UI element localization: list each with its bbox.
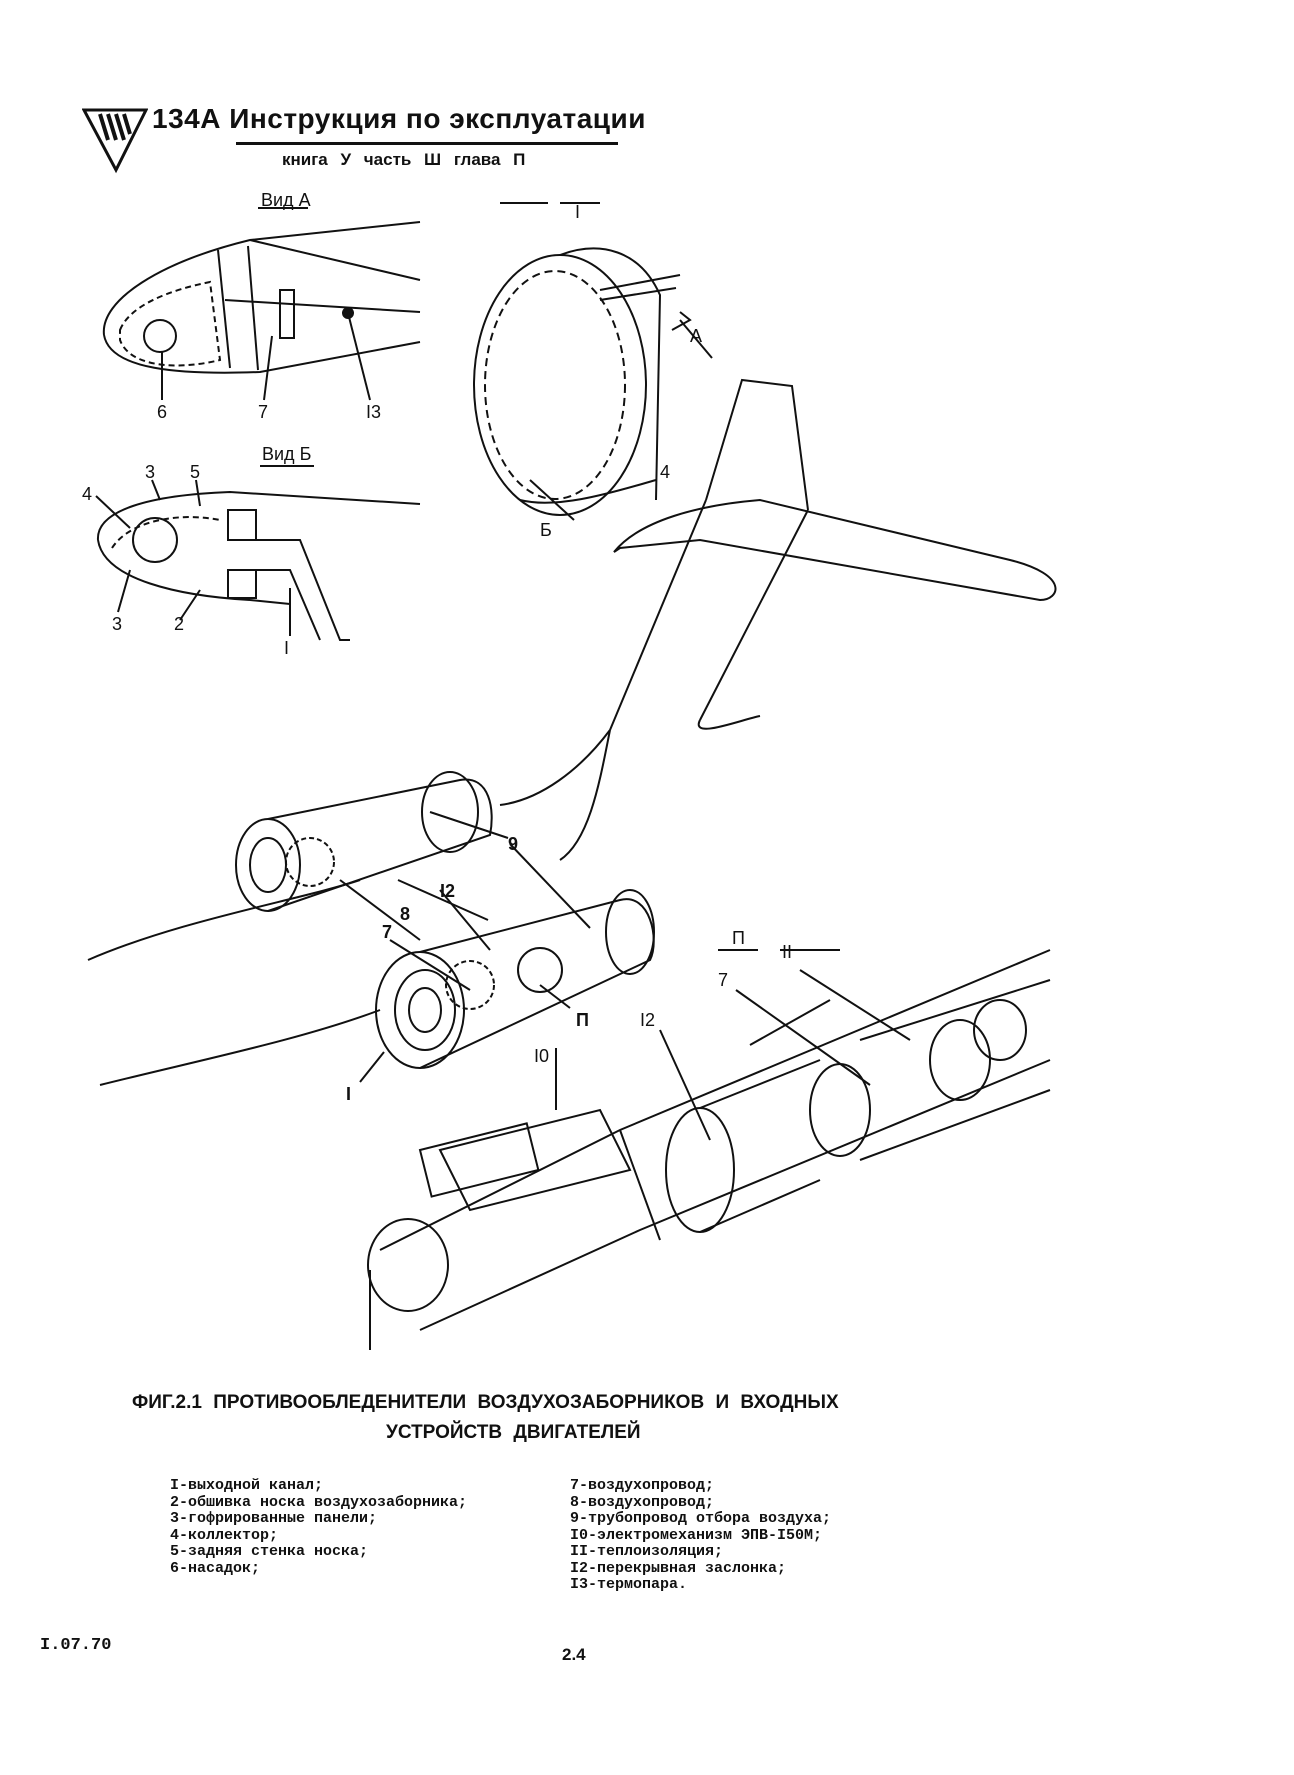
callout-3-bottom: 3 bbox=[112, 614, 122, 634]
callout-I-engine: I bbox=[346, 1084, 351, 1104]
callout-11: II bbox=[782, 942, 792, 962]
view-a-label: Вид А bbox=[261, 190, 311, 210]
callout-II-engine: П bbox=[576, 1010, 589, 1030]
legend-item: 2-обшивка носка воздухозаборника; bbox=[170, 1493, 468, 1511]
legend-item: 8-воздухопровод; bbox=[570, 1493, 715, 1511]
legend-item: 6-насадок; bbox=[170, 1559, 261, 1577]
callout-7-engine: 7 bbox=[382, 922, 392, 942]
manufacturer-logo bbox=[82, 108, 148, 174]
page-title: 134А Инструкция по эксплуатации bbox=[152, 103, 646, 134]
view-a-section bbox=[102, 207, 421, 401]
ring-detail-label: I bbox=[575, 202, 580, 222]
technical-illustration: Вид А 6 7 I3 Вид Б 4 3 5 3 2 I I А 4 Б 9… bbox=[82, 190, 1057, 1350]
duct-cutaway-detail bbox=[367, 949, 1051, 1350]
callout-12-engine: I2 bbox=[440, 881, 455, 901]
view-b-label: Вид Б bbox=[262, 444, 311, 464]
legend-item: 3-гофрированные панели; bbox=[170, 1510, 378, 1527]
view-b-section bbox=[95, 465, 421, 641]
callout-7-detail: 7 bbox=[718, 970, 728, 990]
figure-caption-line2: УСТРОЙСТВ ДВИГАТЕЛЕЙ bbox=[386, 1422, 641, 1443]
detail-II-label: П bbox=[732, 928, 745, 948]
callout-view-a-arrow: А bbox=[690, 326, 702, 346]
callout-6: 6 bbox=[157, 402, 167, 422]
callout-8: 8 bbox=[400, 904, 410, 924]
callout-5: 5 bbox=[190, 462, 200, 482]
callout-2: 2 bbox=[174, 614, 184, 634]
legend-right: 7-воздухопровод; 8-воздухопровод; 9-труб… bbox=[570, 1477, 832, 1594]
engine-callout-lines bbox=[339, 811, 591, 1083]
title-underline bbox=[236, 142, 618, 145]
legend-item: I0-электромеханизм ЭПВ-I50М; bbox=[570, 1526, 823, 1544]
legend-item: I3-термопара. bbox=[570, 1576, 688, 1593]
callout-4: 4 bbox=[82, 484, 92, 504]
page-number: 2.4 bbox=[562, 1645, 586, 1664]
figure-caption-line1: ФИГ.2.1 ПРОТИВООБЛЕДЕНИТЕЛИ ВОЗДУХОЗАБОР… bbox=[132, 1392, 839, 1413]
legend-item: 9-трубопровод отбора воздуха; bbox=[570, 1510, 832, 1527]
callout-4-ring: 4 bbox=[660, 462, 670, 482]
aircraft-tail bbox=[87, 378, 1057, 1086]
callout-7: 7 bbox=[258, 402, 268, 422]
legend-item: II-теплоизоляция; bbox=[570, 1543, 724, 1560]
callout-9: 9 bbox=[508, 834, 518, 854]
legend-item: I2-перекрывная заслонка; bbox=[570, 1559, 787, 1577]
engine-nacelle-lower bbox=[375, 889, 655, 1069]
callout-12-detail: I2 bbox=[640, 1010, 655, 1030]
callout-3-top: 3 bbox=[145, 462, 155, 482]
legend-left: I-выходной канал; 2-обшивка носка воздух… bbox=[170, 1477, 468, 1577]
callout-view-b-arrow: Б bbox=[540, 520, 552, 540]
revision-date: I.07.70 bbox=[40, 1636, 112, 1655]
page-subtitle: книга У часть Ш глава П bbox=[282, 150, 526, 169]
intake-ring-detail bbox=[473, 202, 713, 521]
callout-13: I3 bbox=[366, 402, 381, 422]
callout-1-outlet: I bbox=[284, 638, 289, 658]
legend-item: 5-задняя стенка носка; bbox=[170, 1543, 369, 1560]
legend-item: 7-воздухопровод; bbox=[570, 1477, 715, 1494]
callout-10: I0 bbox=[534, 1046, 549, 1066]
legend-item: I-выходной канал; bbox=[170, 1477, 324, 1494]
legend-item: 4-коллектор; bbox=[170, 1526, 279, 1544]
